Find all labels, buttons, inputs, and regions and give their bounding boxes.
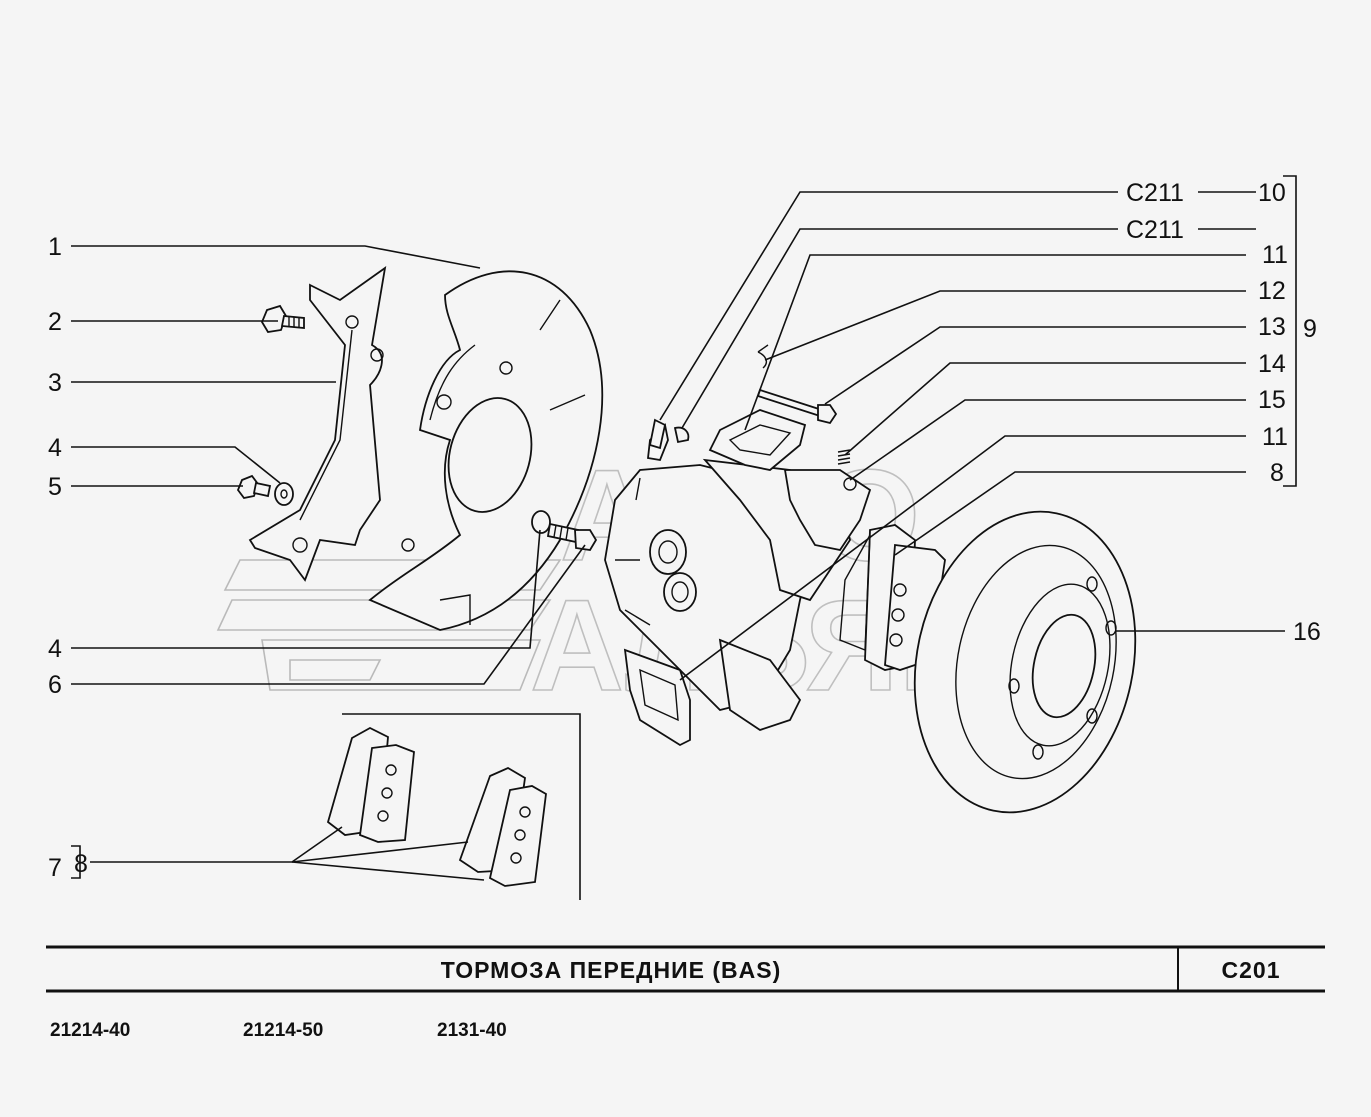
retainer-plate [708,409,807,471]
callout-1: 1 [48,233,62,261]
callout-12: 12 [1258,277,1286,305]
brake-caliper [604,423,872,731]
callout-4b: 4 [48,635,62,663]
callout-14: 14 [1258,350,1286,378]
section-code: C201 [1222,957,1281,983]
leader-lines [71,175,1297,881]
callout-13: 13 [1258,313,1286,341]
callout-9: 9 [1303,315,1317,343]
callout-8: 8 [1270,459,1284,487]
callout-3: 3 [48,369,62,397]
callout-c211-b: C211 [1126,216,1184,244]
model-2: 21214-50 [243,1020,323,1041]
inset-frame [342,713,581,900]
page-title: ТОРМОЗА ПЕРЕДНИЕ (BAS) [441,957,782,983]
callout-11b: 11 [1262,423,1288,451]
callout-8b: 8 [74,850,88,878]
dust-shield [368,270,604,631]
inset-pad-left [326,726,415,843]
model-1: 21214-40 [50,1020,130,1041]
callout-16: 16 [1293,618,1321,646]
title-block: ТОРМОЗА ПЕРЕДНИЕ (BAS) C201 21214-40 212… [46,945,1325,1041]
caliper-bracket [248,266,387,582]
brake-disc [913,510,1137,814]
inset-pad-right [458,766,547,887]
callout-15: 15 [1258,386,1286,414]
callout-6: 6 [48,671,62,699]
callout-2: 2 [48,308,62,336]
callout-c211-a: C211 [1126,179,1184,207]
callout-7: 7 [48,854,62,882]
bolt-6 [531,510,598,551]
callout-4a: 4 [48,434,62,462]
bolt-5 [236,474,272,499]
callout-5: 5 [48,473,62,501]
model-3: 2131-40 [437,1020,507,1041]
bolt-2 [260,304,305,333]
callout-labels: C211 C211 10 11 12 13 14 15 11 8 9 16 1 … [48,179,1321,882]
spring-14 [837,449,851,465]
clip-12 [757,344,769,369]
callout-11a: 11 [1262,241,1288,269]
callout-10: 10 [1258,179,1286,207]
bleeder-10-11 [648,418,690,450]
anti-rattle-8-left [623,648,691,747]
washer-4 [274,482,294,506]
